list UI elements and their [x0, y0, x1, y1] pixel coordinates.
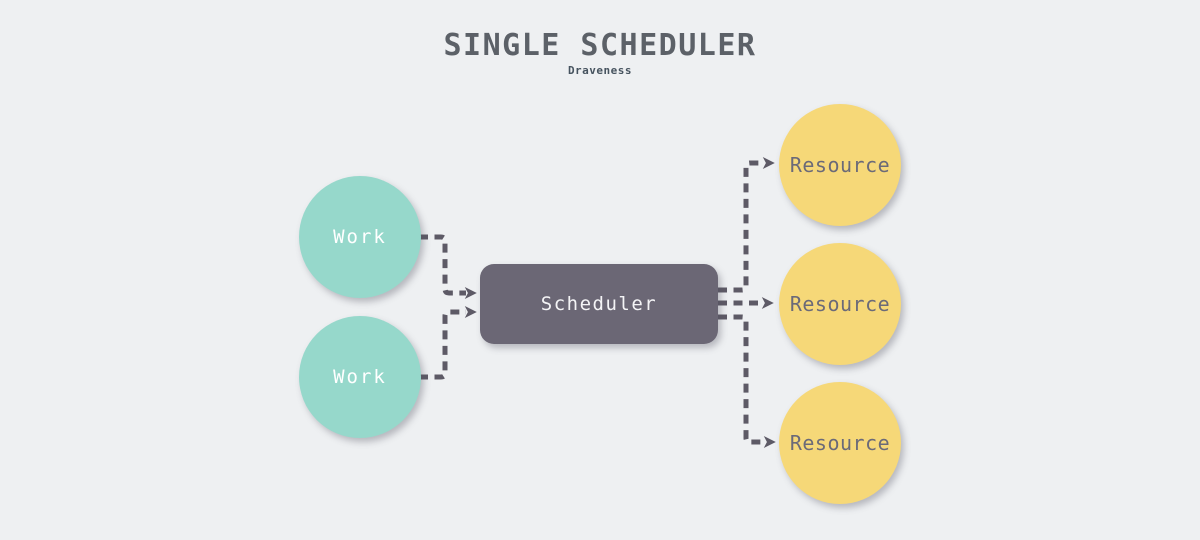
node-resource-1-label: Resource: [789, 153, 891, 177]
node-work-2-label: Work: [333, 366, 387, 388]
node-work-2: Work: [299, 316, 421, 438]
node-work-1-label: Work: [333, 226, 387, 248]
edge-work2-scheduler: [419, 306, 477, 380]
node-scheduler: Scheduler: [480, 264, 718, 344]
diagram-title: SINGLE SCHEDULER: [443, 28, 757, 63]
diagram-subtitle: Draveness: [567, 64, 633, 77]
node-resource-3: Resource: [779, 382, 901, 504]
node-resource-2-label: Resource: [789, 292, 891, 316]
node-resource-1: Resource: [779, 104, 901, 226]
edge-scheduler-resource1: [718, 157, 775, 293]
node-resource-2: Resource: [779, 243, 901, 365]
node-scheduler-label: Scheduler: [540, 293, 658, 315]
edge-scheduler-resource3: [718, 314, 776, 448]
node-work-1: Work: [299, 176, 421, 298]
edge-work1-scheduler: [419, 234, 477, 299]
node-resource-3-label: Resource: [789, 431, 891, 455]
